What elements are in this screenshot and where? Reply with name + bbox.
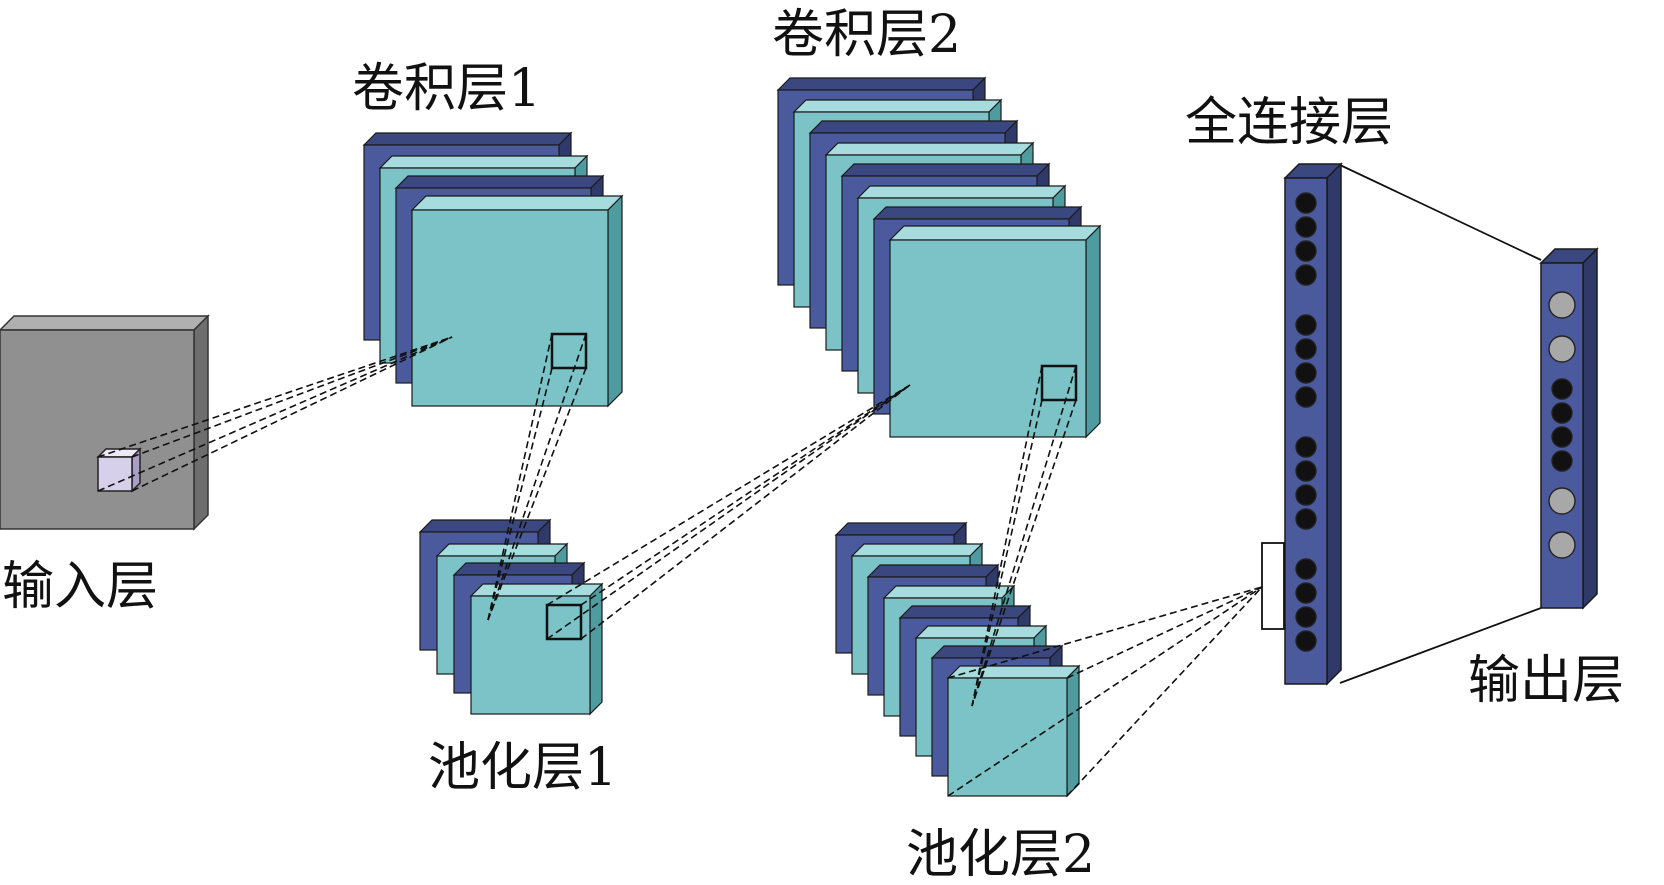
pool2-to-fc-lines [947, 586, 1263, 797]
pool1-label: 池化层1 [428, 738, 617, 798]
output-neuron-dark [1551, 378, 1573, 400]
fc-input-window [1261, 542, 1285, 630]
fc-neuron [1295, 216, 1317, 238]
fc-neuron [1295, 508, 1317, 530]
conv-layer-1 [363, 132, 624, 408]
output-neuron-dark [1551, 426, 1573, 448]
output-neurons [1548, 291, 1576, 559]
fc-to-output-top-line [1339, 164, 1542, 261]
output-neuron-dark [1551, 450, 1573, 472]
output-neuron-grey [1548, 487, 1576, 515]
fc-neuron [1295, 240, 1317, 262]
output-neuron-dark [1551, 402, 1573, 424]
pool-layer-2 [834, 521, 1081, 798]
fc-neuron [1295, 362, 1317, 384]
fc-neuron [1295, 484, 1317, 506]
fc-neuron [1295, 630, 1317, 652]
dashed-connections [97, 333, 1263, 797]
fc-neurons [1295, 192, 1317, 652]
conv1-pool-window [550, 332, 588, 370]
input-to-conv1-lines [97, 336, 453, 492]
conv2-to-pool2-lines [971, 365, 1077, 707]
fc-neuron [1295, 606, 1317, 628]
input-kernel [96, 447, 142, 493]
conv1-label: 卷积层1 [352, 59, 541, 119]
fc-neuron [1295, 460, 1317, 482]
fc-neuron [1295, 582, 1317, 604]
fc-neuron [1295, 436, 1317, 458]
fc-neuron [1295, 264, 1317, 286]
output-layer [1539, 247, 1599, 610]
fc-neuron [1295, 386, 1317, 408]
fc-neuron [1295, 338, 1317, 360]
fc-neuron [1295, 558, 1317, 580]
conv2-label: 卷积层2 [772, 5, 961, 65]
pool1-to-conv2-lines [546, 384, 911, 640]
output-neuron-grey [1548, 531, 1576, 559]
pool-layer-1 [418, 518, 604, 716]
conv2-pool-window [1040, 364, 1078, 402]
pool2-label: 池化层2 [906, 825, 1095, 885]
fully-connected-layer [1261, 162, 1542, 686]
fc-neuron [1295, 192, 1317, 214]
fc-neuron [1295, 314, 1317, 336]
conv-layer-2 [777, 77, 1102, 439]
output-layer-label: 输出层 [1468, 651, 1624, 711]
fc-to-output-bottom-line [1339, 607, 1542, 684]
fc-label: 全连接层 [1185, 93, 1393, 153]
pool1-conv-window [545, 603, 583, 641]
input-layer-label: 输入层 [2, 557, 158, 617]
output-neuron-grey [1548, 335, 1576, 363]
output-neuron-grey [1548, 291, 1576, 319]
conv1-to-pool1-lines [487, 333, 587, 621]
input-layer [0, 314, 210, 531]
